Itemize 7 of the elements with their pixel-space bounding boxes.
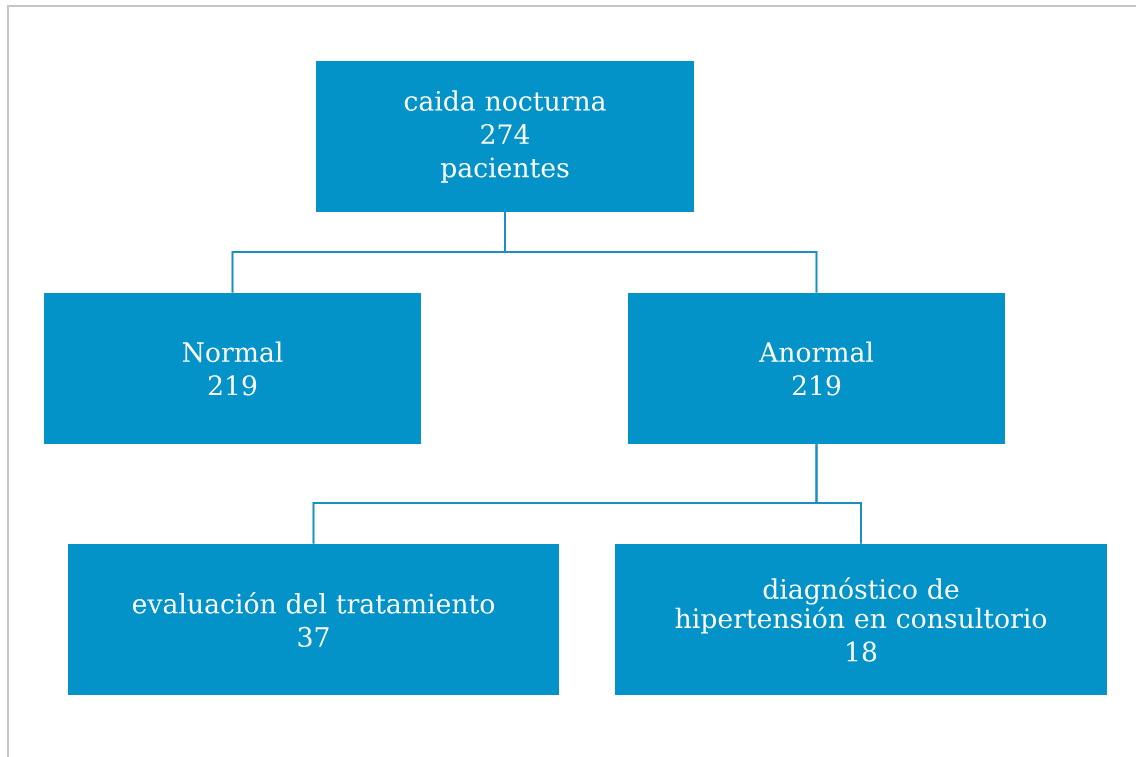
process-box: Anormal 219 [628,293,1005,444]
process-box: caida nocturna 274 pacientes [316,61,694,212]
process-box: evaluación del tratamiento 37 [68,544,559,695]
process-box: diagnóstico de hipertensión en consultorio 18 [615,544,1107,695]
process-box: Normal 219 [44,293,421,444]
connector-line [815,443,862,545]
connector-line [504,211,818,294]
